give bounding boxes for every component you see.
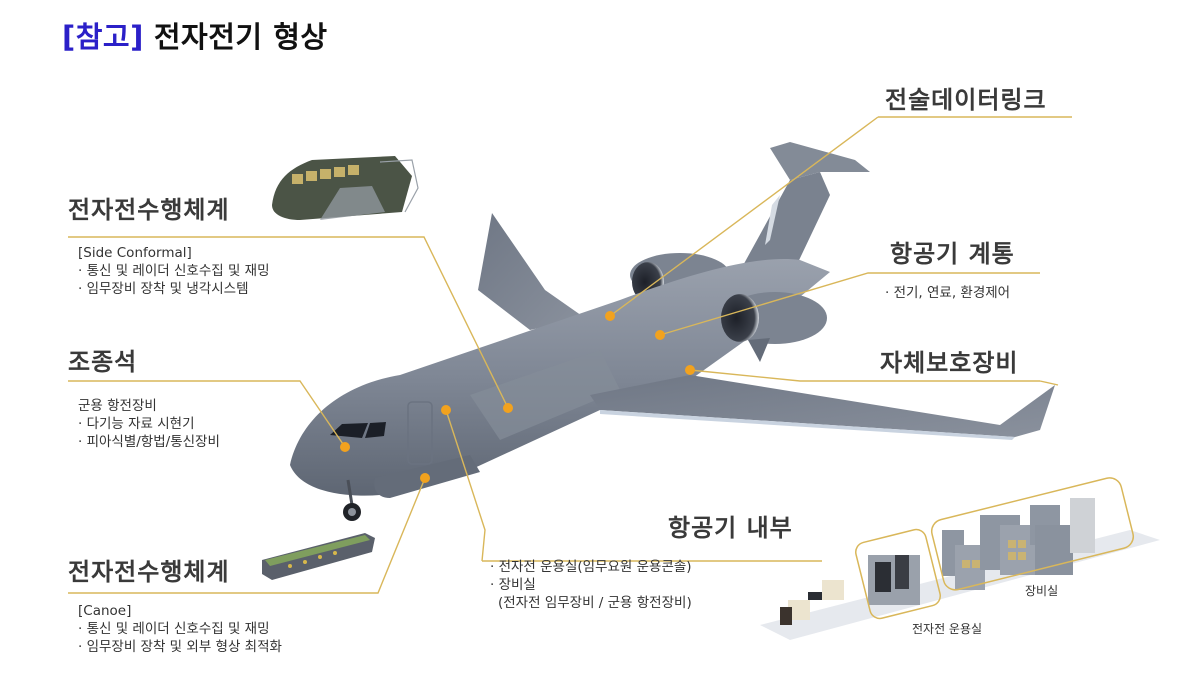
marker-datalink	[605, 311, 615, 321]
equipment-racks	[942, 498, 1095, 590]
datalink-heading: 전술데이터링크	[885, 86, 1047, 114]
ew-side-item: · 임무장비 장착 및 냉각시스템	[78, 281, 249, 297]
interior-item: · 전자전 운용실(임무요원 운용콘솔)	[490, 559, 692, 575]
ew-canoe-body: [Canoe] · 통신 및 레이더 신호수집 및 재밍 · 임무장비 장착 및…	[78, 602, 282, 656]
leader-lines	[68, 116, 1072, 594]
marker-canoe	[420, 473, 430, 483]
interior-body: · 전자전 운용실(임무요원 운용콘솔) · 장비실 (전자전 임무장비 / 군…	[490, 558, 692, 612]
aircraft-systems-heading: 항공기 계통	[890, 240, 1015, 268]
marker-self-protection	[685, 365, 695, 375]
equipment-room-label: 장비실	[1025, 584, 1059, 598]
page-title: [참고] 전자전기 형상	[62, 14, 328, 56]
marker-interior	[441, 405, 451, 415]
interior-heading: 항공기 내부	[668, 514, 793, 542]
ew-side-body: [Side Conformal] · 통신 및 레이더 신호수집 및 재밍 · …	[78, 244, 270, 298]
operator-consoles	[868, 555, 920, 605]
interior-item: (전자전 임무장비 / 군용 항전장비)	[498, 595, 692, 611]
seats	[780, 580, 844, 625]
ew-canoe-subtitle: [Canoe]	[78, 603, 132, 619]
self-protection-heading: 자체보호장비	[880, 349, 1019, 377]
ew-side-heading: 전자전수행체계	[68, 196, 230, 224]
marker-cockpit	[340, 442, 350, 452]
interior-cutaway	[760, 477, 1160, 640]
interior-item: · 장비실	[490, 577, 536, 593]
cockpit-body: 군용 항전장비 · 다기능 자료 시현기 · 피아식별/항법/통신장비	[78, 397, 220, 451]
nose-gear	[343, 479, 361, 521]
ew-side-item: · 통신 및 레이더 신호수집 및 재밍	[78, 263, 270, 279]
ew-side-subtitle: [Side Conformal]	[78, 245, 192, 261]
ew-canoe-heading: 전자전수행체계	[68, 558, 230, 586]
marker-aircraft-systems	[655, 330, 665, 340]
near-engine	[721, 292, 827, 362]
cockpit-item: · 다기능 자료 시현기	[78, 416, 195, 432]
canoe-thumbnail	[262, 533, 375, 580]
cockpit-subtitle: 군용 항전장비	[78, 398, 157, 414]
far-wing	[478, 213, 585, 330]
marker-dots	[340, 311, 695, 483]
near-wing	[590, 375, 1055, 440]
aircraft-systems-item: · 전기, 연료, 환경제어	[885, 285, 1011, 301]
fuselage	[290, 259, 830, 498]
marker-side-conformal	[503, 403, 513, 413]
ops-room-label: 전자전 운용실	[912, 622, 983, 636]
cockpit-item: · 피아식별/항법/통신장비	[78, 434, 220, 450]
cockpit-heading: 조종석	[68, 348, 138, 376]
title-tag: [참고]	[62, 20, 144, 54]
side-conformal-thumbnail	[272, 156, 419, 220]
title-main: 전자전기 형상	[153, 20, 328, 54]
ew-canoe-item: · 임무장비 장착 및 외부 형상 최적화	[78, 639, 282, 655]
ew-canoe-item: · 통신 및 레이더 신호수집 및 재밍	[78, 621, 270, 637]
vertical-tail	[735, 142, 870, 280]
